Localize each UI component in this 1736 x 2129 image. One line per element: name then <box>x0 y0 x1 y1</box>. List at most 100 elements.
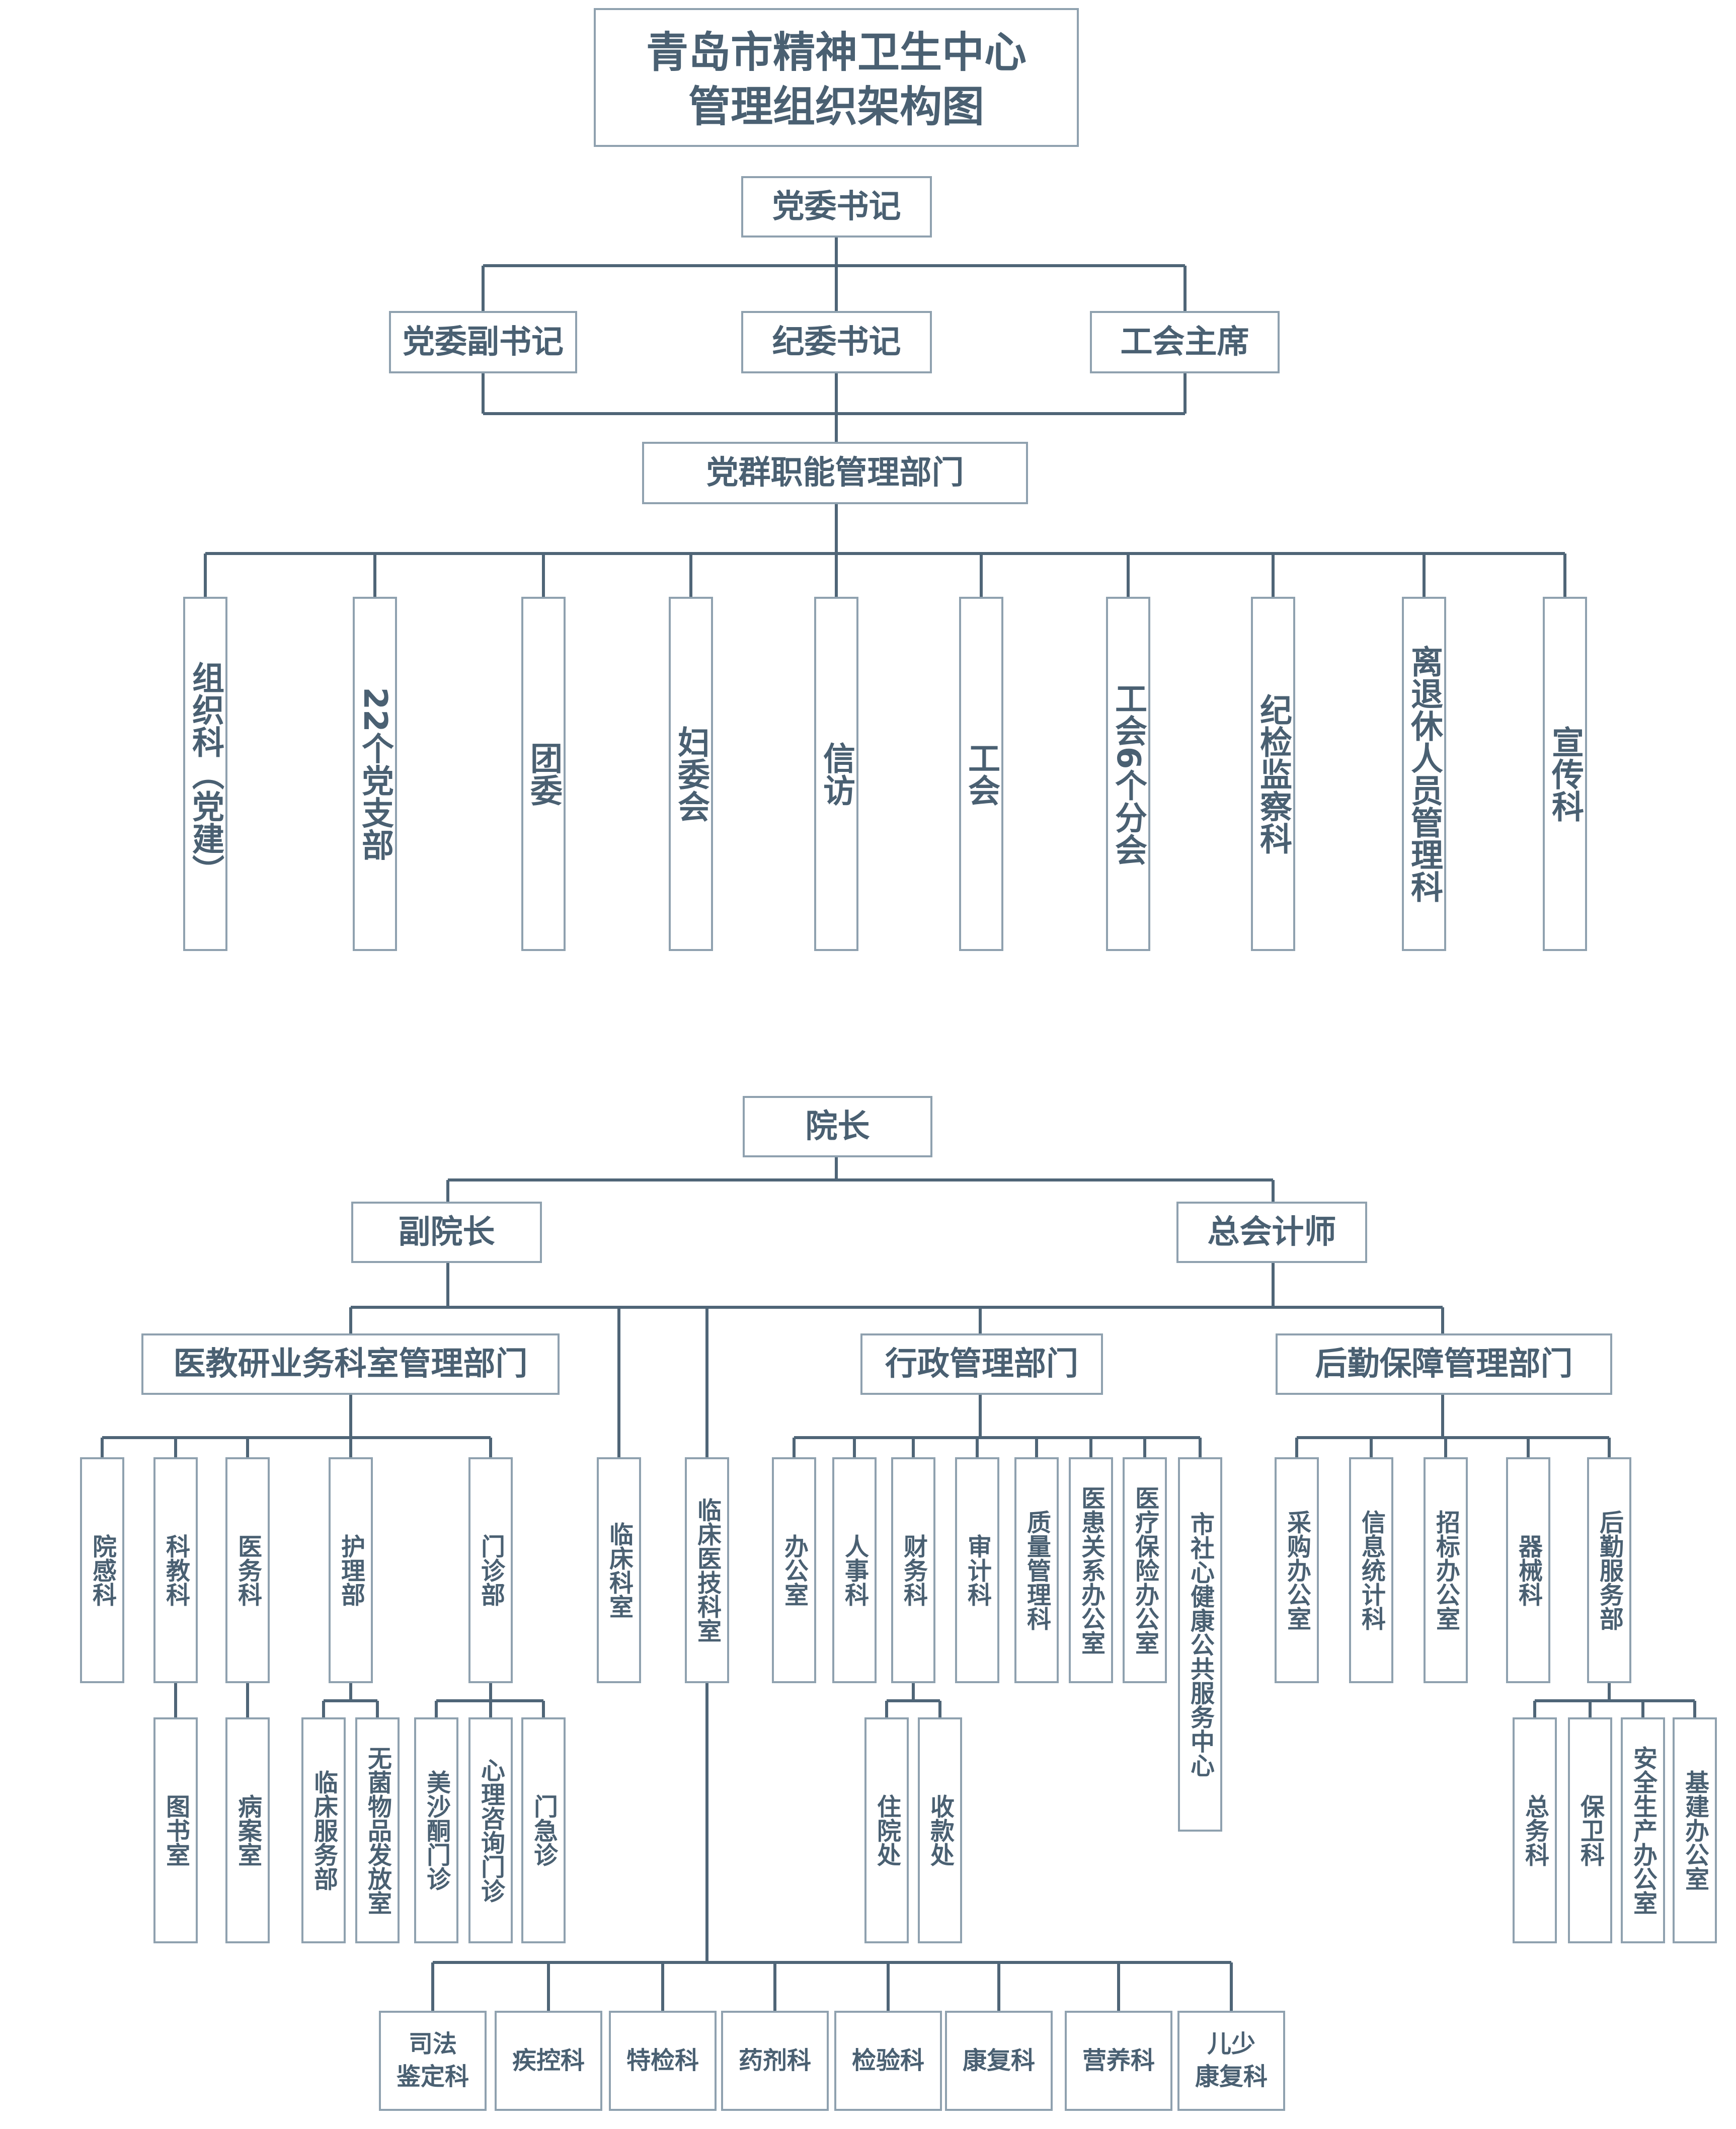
box-label: 护理部 <box>337 1534 365 1607</box>
box-frame <box>1349 1457 1393 1683</box>
box-label: 基建办公室 <box>1681 1770 1709 1891</box>
box-frame <box>1621 1717 1665 1943</box>
box-frame <box>772 1457 816 1683</box>
box-label: 质量管理科 <box>1022 1510 1051 1631</box>
box-frame <box>1069 1457 1113 1683</box>
box-frame <box>1275 1457 1319 1683</box>
service-sub: 基建办公室 <box>1673 1717 1717 1943</box>
box-label: 团委 <box>525 742 563 806</box>
box-label: 办公室 <box>780 1534 809 1607</box>
box-label: 临床科室 <box>605 1522 634 1619</box>
library: 图书室 <box>153 1717 198 1943</box>
party-unit: 离退休人员管理科 <box>1402 597 1446 951</box>
org-nodes: 青岛市精神卫生中心管理组织架构图党委书记党委副书记纪委书记工会主席党群职能管理部… <box>80 8 1717 2111</box>
box-frame <box>834 2011 942 2111</box>
tech-unit: 康复科 <box>945 2011 1053 2111</box>
service-sub: 总务科 <box>1513 1717 1557 1943</box>
party-unit: 宣传科 <box>1543 597 1587 951</box>
box-frame <box>141 1333 560 1395</box>
box-label: 美沙酮门诊 <box>422 1770 451 1891</box>
box-frame <box>741 311 932 373</box>
box-frame <box>1587 1457 1631 1683</box>
box-frame <box>351 1202 542 1263</box>
box-label: 院长 <box>806 1108 870 1145</box>
box-label: 工会6个分会 <box>1110 682 1147 866</box>
medical-dept: 医教研业务科室管理部门 <box>141 1333 560 1395</box>
box-frame <box>1506 1457 1550 1683</box>
box-label: 信访 <box>818 742 855 806</box>
box-label: 妇委会 <box>672 726 710 822</box>
box-label: 审计科 <box>963 1534 992 1607</box>
box-label: 招标办公室 <box>1432 1510 1460 1631</box>
party-functional-dept: 党群职能管理部门 <box>642 442 1028 504</box>
box-frame <box>685 1457 729 1683</box>
box-frame <box>468 1457 513 1683</box>
box-label: 工会主席 <box>1121 324 1249 361</box>
tech-unit: 药剂科 <box>721 2011 829 2111</box>
box-label: 22个党支部 <box>356 687 394 860</box>
box-frame <box>743 1096 932 1157</box>
party-unit: 信访 <box>814 597 858 951</box>
party-unit: 工会6个分会 <box>1106 597 1150 951</box>
box-label: 后勤服务部 <box>1595 1510 1624 1631</box>
party-unit: 22个党支部 <box>353 597 397 951</box>
box-frame <box>918 1717 962 1943</box>
tech-unit: 疾控科 <box>495 2011 602 2111</box>
box-frame <box>860 1333 1103 1395</box>
box-frame <box>153 1717 198 1943</box>
admin-unit: 人事科 <box>832 1457 877 1683</box>
box-label: 宣传科 <box>1546 726 1585 822</box>
logistics-unit: 信息统计科 <box>1349 1457 1393 1683</box>
box-label: 副院长 <box>399 1214 495 1251</box>
box-label: 康复科 <box>1195 2063 1268 2091</box>
box-label: 管理组织架构图 <box>688 82 984 131</box>
box-frame <box>597 1457 641 1683</box>
box-frame <box>864 1717 909 1943</box>
box-label: 组织科（党建） <box>187 661 224 887</box>
admin-dept: 行政管理部门 <box>860 1333 1103 1395</box>
nursing-sub: 无菌物品发放室 <box>355 1717 400 1943</box>
union-chair: 工会主席 <box>1090 311 1280 373</box>
box-label: 门急诊 <box>529 1794 558 1867</box>
box-frame <box>891 1457 935 1683</box>
box-label: 财务科 <box>899 1534 928 1607</box>
box-label: 检验科 <box>852 2046 924 2075</box>
connector-lines <box>101 236 1696 2012</box>
box-frame <box>1673 1717 1717 1943</box>
box-label: 无菌物品发放室 <box>363 1746 392 1915</box>
vice-president: 副院长 <box>351 1202 542 1263</box>
outpatient-sub: 心理咨询门诊 <box>468 1717 513 1943</box>
box-frame <box>594 8 1079 147</box>
tech-unit: 检验科 <box>834 2011 942 2111</box>
party-unit: 组织科（党建） <box>183 597 227 951</box>
box-label: 总务科 <box>1521 1794 1549 1867</box>
tech-unit: 营养科 <box>1065 2011 1172 2111</box>
box-label: 党群职能管理部门 <box>706 454 964 492</box>
nursing-sub: 临床服务部 <box>301 1717 346 1943</box>
logistics-unit: 采购办公室 <box>1275 1457 1319 1683</box>
box-frame <box>1543 597 1587 951</box>
box-frame <box>814 597 858 951</box>
box-frame <box>741 176 932 238</box>
box-frame <box>1402 597 1446 951</box>
admin-unit: 质量管理科 <box>1014 1457 1059 1683</box>
box-label: 市社心健康公共服务中心 <box>1186 1512 1215 1777</box>
box-frame <box>414 1717 458 1943</box>
box-label: 保卫科 <box>1576 1794 1605 1867</box>
clinical-dept: 临床科室 <box>597 1457 641 1683</box>
box-frame <box>1090 311 1280 373</box>
admin-unit: 办公室 <box>772 1457 816 1683</box>
box-label: 药剂科 <box>739 2046 811 2075</box>
box-label: 医务科 <box>233 1534 262 1607</box>
chief-accountant: 总会计师 <box>1176 1202 1367 1263</box>
box-label: 工会 <box>963 742 1000 806</box>
box-frame <box>1251 597 1295 951</box>
box-label: 病案室 <box>233 1794 262 1867</box>
box-frame <box>521 597 566 951</box>
box-label: 心理咨询门诊 <box>477 1758 505 1903</box>
box-frame <box>153 1457 198 1683</box>
box-label: 器械科 <box>1514 1534 1543 1607</box>
box-label: 儿少 <box>1207 2030 1255 2058</box>
